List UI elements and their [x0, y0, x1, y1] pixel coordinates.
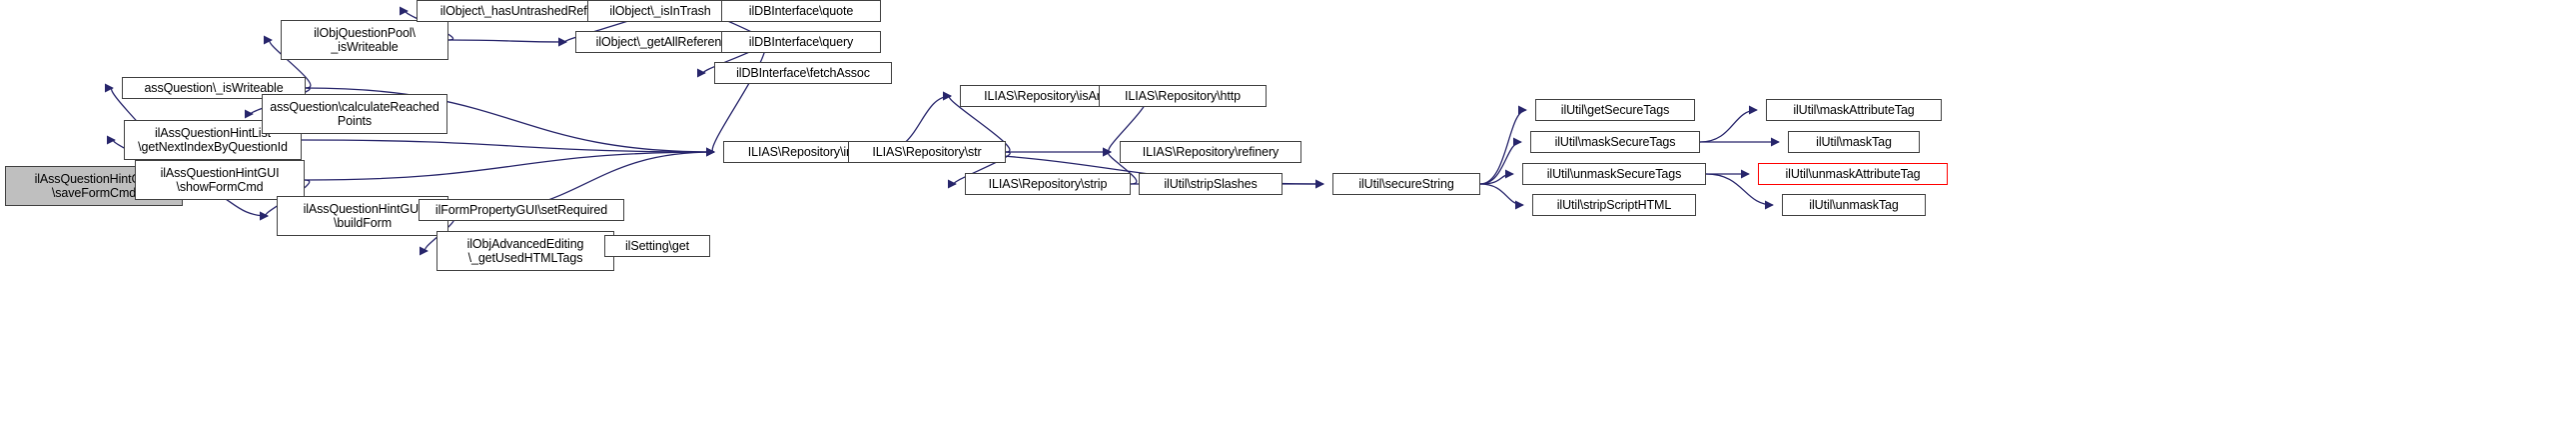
edge-n5-to-n10: [447, 37, 567, 47]
graph-node-n11[interactable]: ilObject\_isInTrash: [587, 0, 733, 22]
graph-node-n5[interactable]: ilObjQuestionPool\ _isWriteable: [281, 20, 448, 60]
graph-node-n15[interactable]: ilDBInterface\fetchAssoc: [714, 62, 892, 84]
graph-node-n12[interactable]: ilSetting\get: [604, 235, 710, 257]
graph-node-n21[interactable]: ILIAS\Repository\strip: [965, 173, 1131, 195]
graph-node-n31[interactable]: ilUtil\unmaskTag: [1782, 194, 1926, 216]
graph-node-n29[interactable]: ilUtil\maskTag: [1788, 131, 1920, 153]
graph-node-n24[interactable]: ilUtil\getSecureTags: [1535, 99, 1695, 121]
graph-node-n8[interactable]: ilFormPropertyGUI\setRequired: [419, 199, 624, 221]
graph-node-n14[interactable]: ilDBInterface\query: [721, 31, 881, 53]
graph-node-n28[interactable]: ilUtil\maskAttributeTag: [1766, 99, 1942, 121]
graph-node-n20[interactable]: ILIAS\Repository\refinery: [1120, 141, 1301, 163]
graph-node-n25[interactable]: ilUtil\maskSecureTags: [1530, 131, 1700, 153]
graph-node-n9[interactable]: ilObjAdvancedEditing \_getUsedHTMLTags: [436, 231, 614, 271]
graph-node-n13[interactable]: ilDBInterface\quote: [721, 0, 881, 22]
graph-node-n30[interactable]: ilUtil\unmaskAttributeTag: [1758, 163, 1948, 185]
graph-node-n22[interactable]: ilUtil\stripSlashes: [1139, 173, 1283, 195]
edge-n23-to-n26: [1479, 169, 1514, 185]
graph-node-n3[interactable]: ilAssQuestionHintGUI \showFormCmd: [135, 160, 305, 200]
edge-n10-to-n16: [705, 41, 766, 157]
graph-node-n27[interactable]: ilUtil\stripScriptHTML: [1532, 194, 1696, 216]
edge-n23-to-n27: [1479, 183, 1524, 210]
edge-n23-to-n24: [1479, 105, 1527, 185]
graph-node-n19[interactable]: ILIAS\Repository\http: [1099, 85, 1267, 107]
graph-node-n23[interactable]: ilUtil\secureString: [1332, 173, 1480, 195]
graph-node-n17[interactable]: ILIAS\Repository\str: [848, 141, 1006, 163]
graph-node-n26[interactable]: ilUtil\unmaskSecureTags: [1522, 163, 1706, 185]
edge-n25-to-n28: [1699, 105, 1758, 143]
edge-n23-to-n25: [1479, 137, 1522, 185]
edge-n3-to-n16: [304, 147, 715, 181]
graph-node-n4[interactable]: assQuestion\calculateReached Points: [262, 94, 447, 134]
edge-n2-to-n16: [301, 139, 715, 157]
